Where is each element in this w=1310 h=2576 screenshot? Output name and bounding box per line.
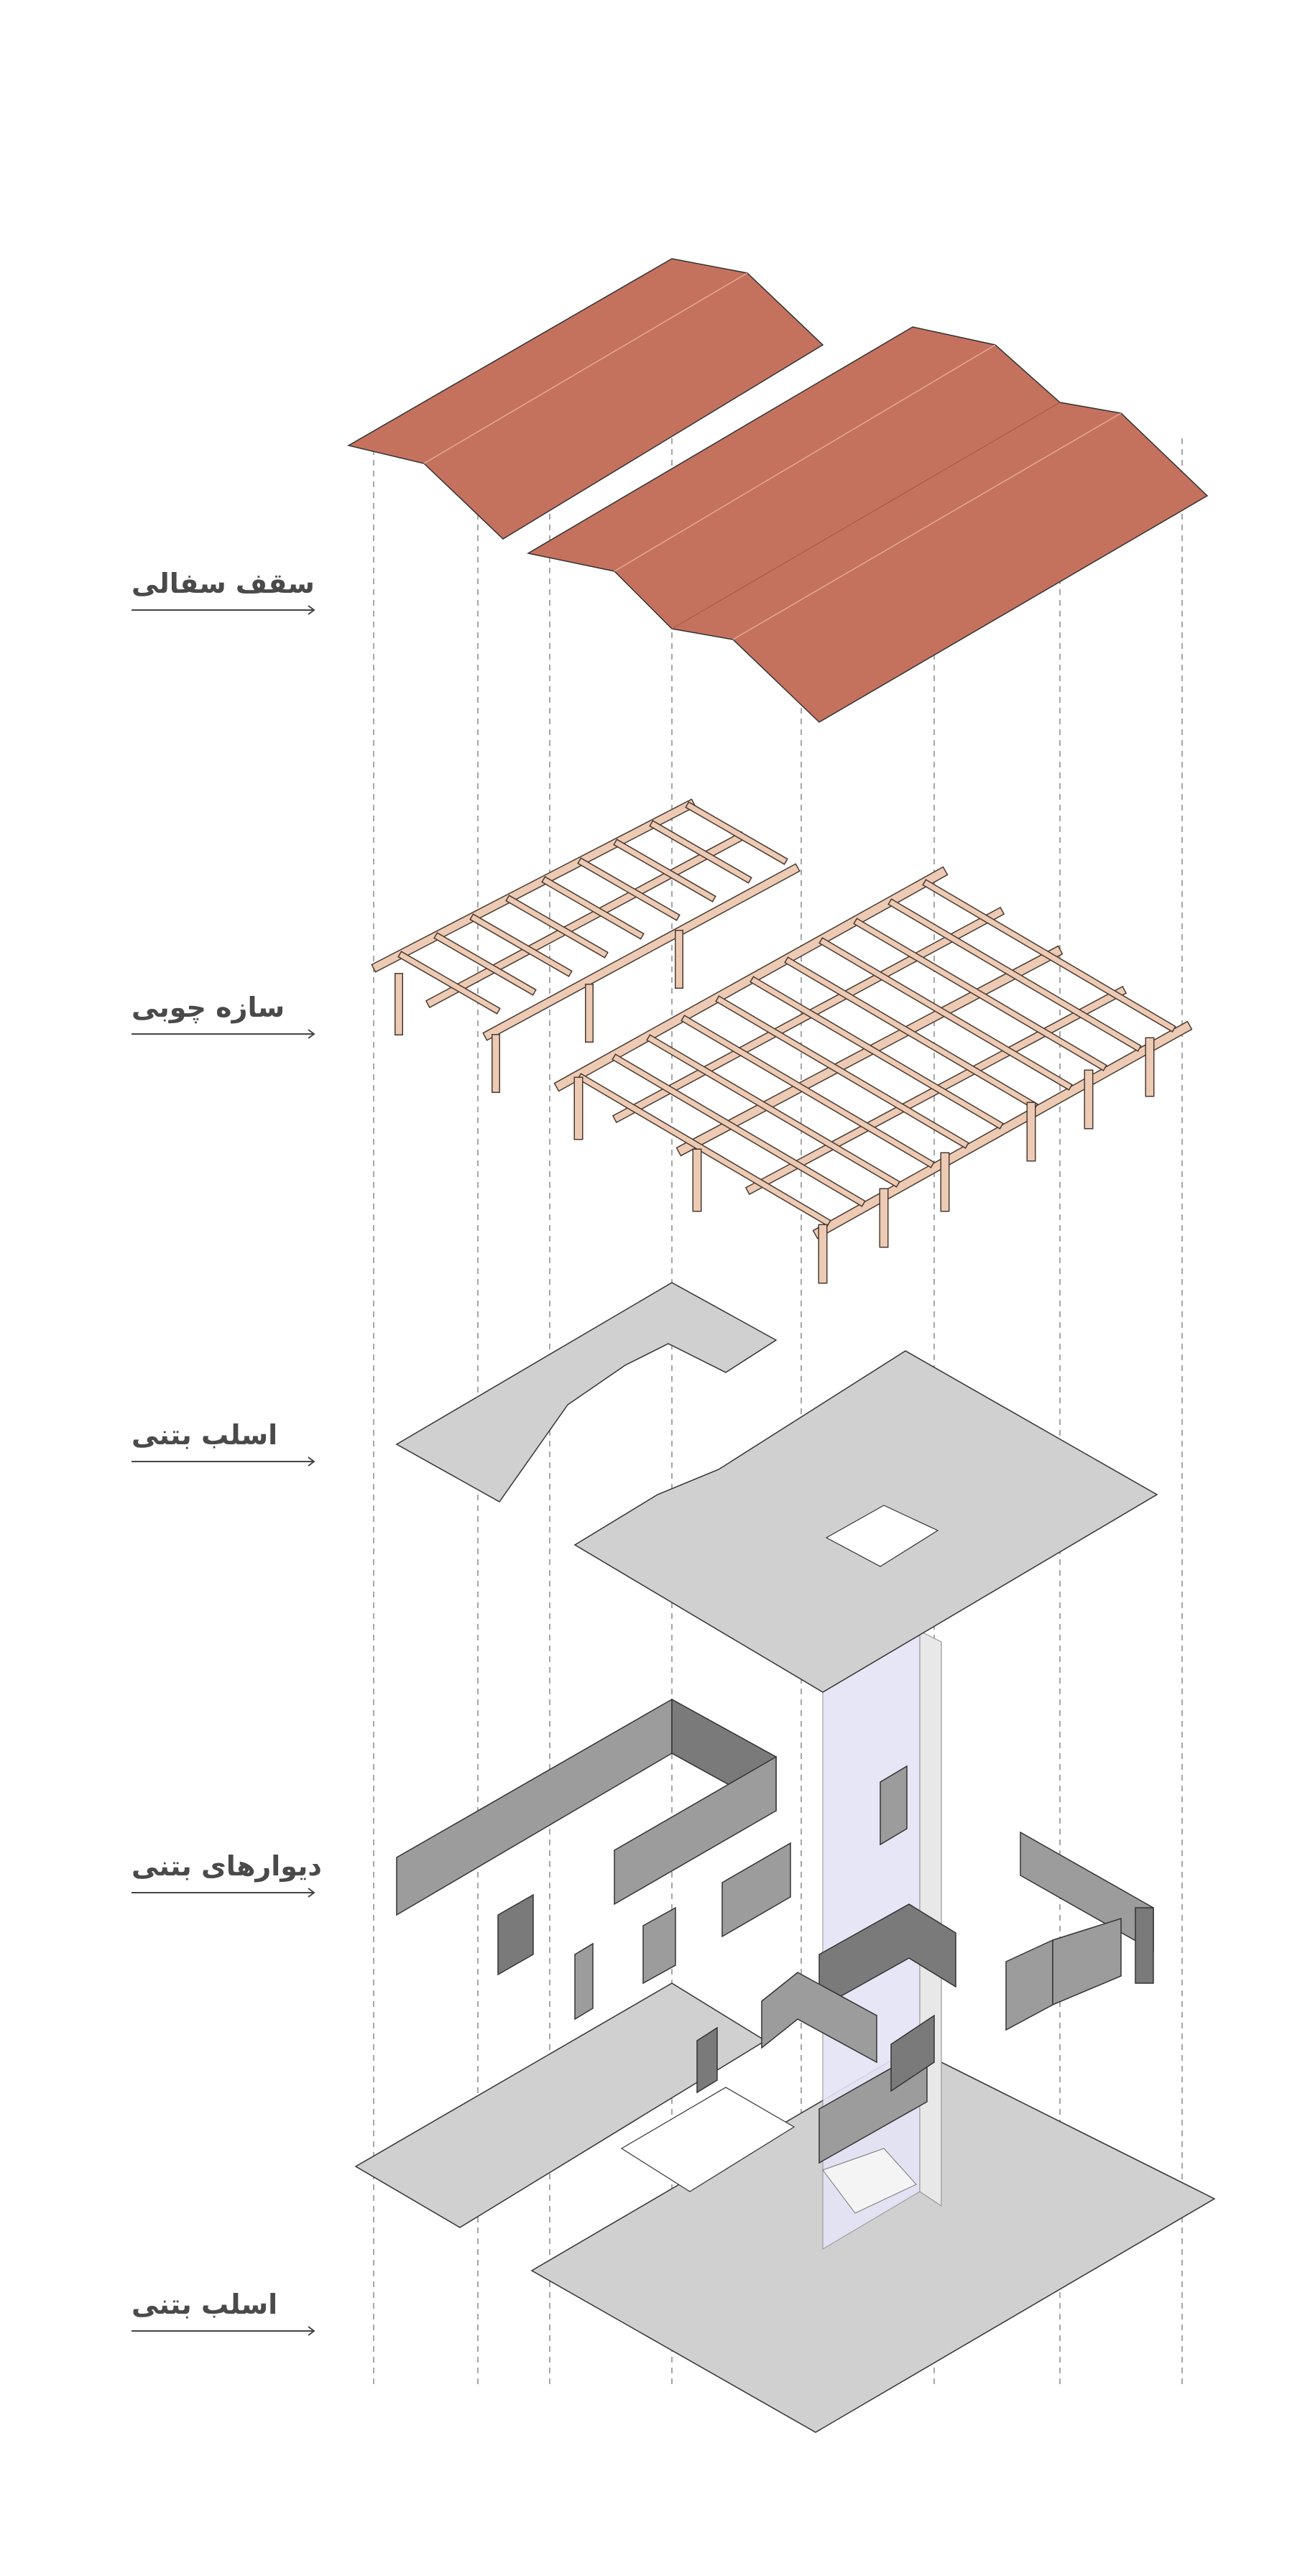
roof-right-ridge <box>614 344 996 572</box>
timber-beam <box>471 915 571 976</box>
layer-label-text: دیوارهای بتنی <box>132 1850 322 1882</box>
arrow-right-icon <box>132 1029 315 1039</box>
timber-beam <box>555 867 947 1091</box>
layer-label-concrete-walls: دیوارهای بتنی <box>132 1850 322 1901</box>
timber-beam <box>507 896 607 957</box>
layer-label-upper-slab: اسلب بتنی <box>132 1419 317 1469</box>
timber-beam <box>785 958 1037 1109</box>
layer-label-text: اسلب بتنی <box>132 2289 278 2320</box>
timber-beam <box>889 900 1140 1051</box>
roof-left-ridge <box>423 272 748 464</box>
timber-beam <box>399 952 499 1013</box>
concrete-wall-panel <box>614 1755 777 1906</box>
concrete-wall-panel <box>880 1765 908 1846</box>
layer-label-roof-tiles: سقف سفالی <box>132 568 317 618</box>
timber-roof-structure <box>371 798 1193 1284</box>
upper-slab-left-part <box>395 1282 778 1502</box>
upper-concrete-slab <box>395 1282 1158 1693</box>
timber-beam <box>543 877 643 938</box>
tile-roof <box>346 258 1209 723</box>
timber-beam <box>751 977 1002 1128</box>
timber-beam <box>372 800 695 971</box>
timber-beam <box>686 803 787 864</box>
timber-beam <box>820 938 1071 1089</box>
upper-slab-opening <box>825 1505 939 1567</box>
timber-beam <box>613 1055 864 1206</box>
concrete-wall-panel <box>574 1942 594 2021</box>
timber-beam <box>435 933 535 994</box>
timber-beam <box>578 1074 830 1225</box>
timber-beam <box>650 821 751 882</box>
ground-slab-opening <box>620 2087 795 2192</box>
concrete-wall-panel <box>890 2014 935 2092</box>
concrete-wall-panel <box>1135 1907 1154 1984</box>
arrow-right-icon <box>132 605 315 615</box>
layer-label-ground-slab: اسلب بتنی <box>132 2289 317 2339</box>
concrete-wall-panel <box>497 1893 534 1976</box>
arrow-right-icon <box>132 1888 315 1898</box>
arrow-right-icon <box>132 2326 315 2336</box>
timber-beam <box>578 859 679 920</box>
arrow-right-icon <box>132 1456 315 1467</box>
timber-beam <box>682 1016 933 1167</box>
layer-label-wood-structure: سازه چوبی <box>132 992 317 1042</box>
concrete-wall-panel <box>642 1906 676 1985</box>
concrete-wall-panel <box>1052 1917 1122 2006</box>
timber-beam <box>923 880 1175 1031</box>
timber-beam <box>716 997 968 1148</box>
timber-beam <box>426 832 745 1007</box>
timber-beam <box>854 919 1106 1070</box>
roof-right-ridge <box>732 412 1122 640</box>
concrete-walls <box>396 1698 1154 2164</box>
layer-label-text: اسلب بتنی <box>132 1419 278 1451</box>
timber-beam <box>484 864 799 1040</box>
concrete-wall-panel <box>721 1842 791 1938</box>
layer-label-text: سقف سفالی <box>132 568 315 599</box>
roof-valley-line <box>671 402 1061 629</box>
concrete-wall-panel <box>761 1972 877 2064</box>
concrete-wall-panel <box>1005 1939 1053 2031</box>
timber-beam <box>647 1035 899 1186</box>
concrete-wall-panel <box>696 2026 718 2094</box>
layer-label-text: سازه چوبی <box>132 992 285 1023</box>
stair-flight <box>822 2148 917 2214</box>
timber-beam <box>614 840 715 901</box>
ground-concrete-slab <box>354 1982 1216 2433</box>
roof-right-section <box>526 326 1209 723</box>
